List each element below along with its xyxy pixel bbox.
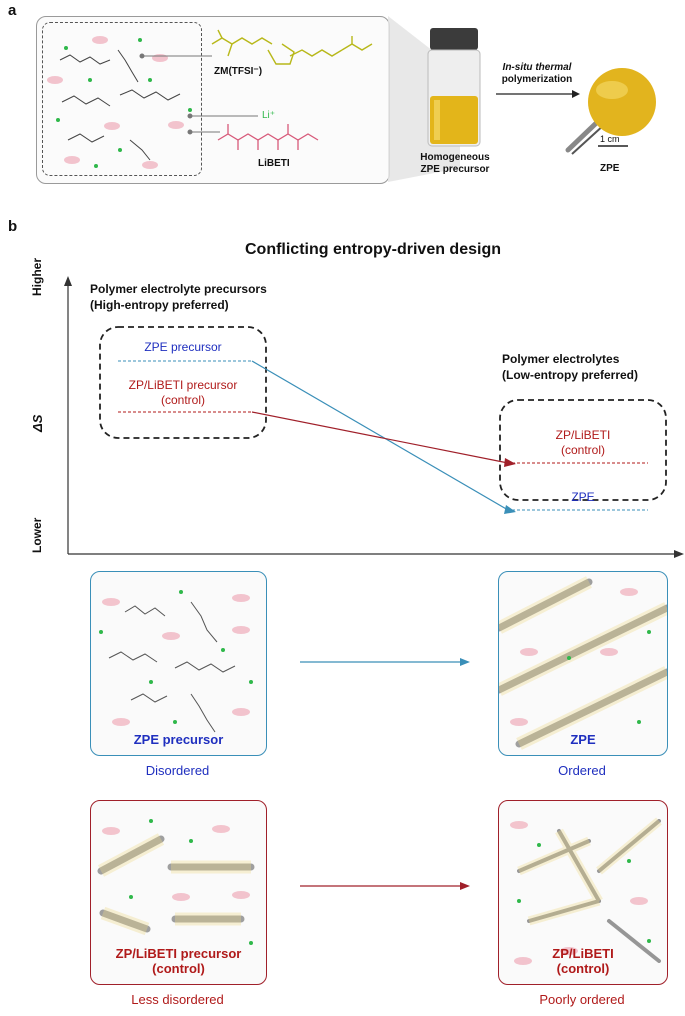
molecule-region-dashed	[42, 22, 202, 176]
panel-a-graphics	[47, 16, 656, 182]
tr-caption: Ordered	[558, 763, 606, 778]
entropy-diagram	[64, 276, 684, 558]
left-group-title: Polymer electrolyte precursors(High-entr…	[90, 282, 267, 312]
left-group-box	[99, 326, 267, 439]
br-box-label: ZP/LiBETI(control)	[552, 946, 614, 976]
panel-b-title: Conflicting entropy-driven design	[244, 241, 501, 258]
y-low-label: Lower	[30, 517, 44, 553]
y-high-label: Higher	[30, 257, 44, 296]
zp-precursor-label: ZP/LiBETI precursor(control)	[128, 378, 238, 407]
y-axis-label: ΔS	[30, 414, 45, 432]
libeti-label: LiBETI	[258, 158, 290, 169]
tl-caption: Disordered	[145, 763, 210, 778]
zp-transition-arrow	[251, 411, 509, 464]
right-group-title: Polymer electrolytes(Low-entropy preferr…	[502, 352, 639, 382]
panel-b-letter: b	[8, 218, 18, 235]
bl-caption: Less disordered	[131, 992, 224, 1007]
vial-graphic	[427, 28, 481, 147]
zpe-precursor-label: ZPE precursor	[144, 340, 222, 354]
libeti-structure	[217, 124, 319, 150]
li-label: Li⁺	[262, 110, 276, 121]
scale-label: 1 cm	[600, 134, 620, 144]
red-arrow	[300, 882, 470, 890]
zpe-transition-arrow	[251, 360, 509, 511]
bl-box-label: ZP/LiBETI precursor(control)	[115, 946, 242, 976]
molecule-scatter	[59, 49, 181, 161]
zpe-box: ZPE	[498, 571, 668, 756]
zpe-label-a: ZPE	[600, 163, 620, 174]
zpe-precursor-box: ZPE precursor	[90, 571, 267, 756]
right-group-box	[499, 399, 667, 501]
zm-tfsi-structure	[211, 29, 373, 65]
zpe-disc-graphic	[565, 68, 656, 155]
panel-a-letter: a	[8, 2, 17, 19]
zm-label: ZM(TFSI⁻)	[214, 66, 263, 77]
br-caption: Poorly ordered	[539, 992, 625, 1007]
zpe-right-label: ZPE	[571, 490, 595, 504]
tr-box-label: ZPE	[570, 732, 596, 747]
zp-box: ZP/LiBETI(control)	[498, 800, 668, 985]
blue-arrow	[300, 658, 470, 666]
zp-precursor-box: ZP/LiBETI precursor(control)	[90, 800, 267, 985]
tl-box-label: ZPE precursor	[133, 732, 224, 747]
zp-right-label: ZP/LiBETI(control)	[555, 428, 611, 457]
